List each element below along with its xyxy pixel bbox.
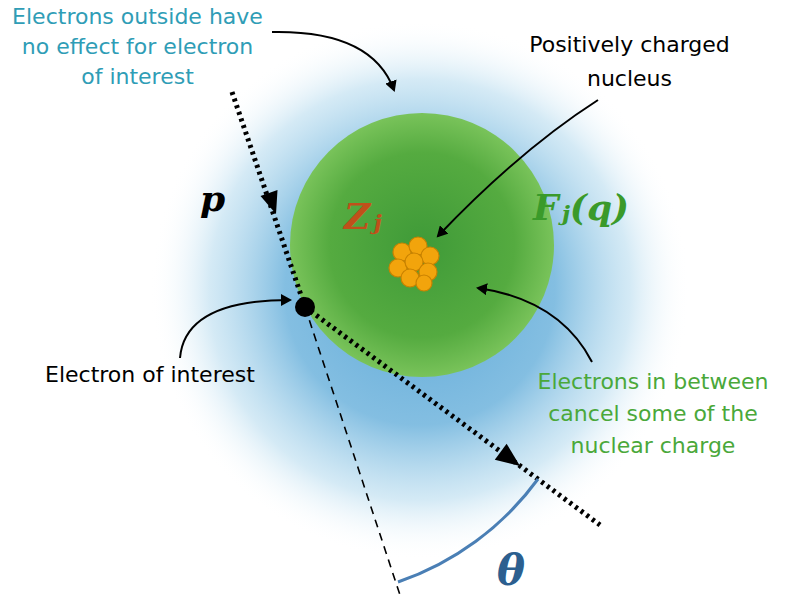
angle-label: θ [497, 546, 525, 596]
nucleus [389, 237, 439, 291]
part-label: Electron of interest [45, 360, 255, 390]
inner-electrons [290, 113, 554, 377]
note-text: Electrons outside have no effect for ele… [10, 2, 265, 92]
electron-cloud [150, 20, 690, 560]
leader-arrow [180, 300, 290, 358]
note-text: Electrons in between cancel some of the … [508, 366, 798, 462]
leader-arrow [478, 288, 592, 362]
leader-arrow [272, 32, 394, 90]
incoming-path [232, 92, 305, 307]
part-label: Positively charged nucleus [522, 28, 737, 96]
electron-dot [295, 297, 315, 317]
symbol-label: Zⱼ [344, 194, 382, 238]
reference-line [305, 307, 400, 595]
symbol-label: p [200, 176, 225, 220]
arrow-head [261, 190, 278, 214]
arrow-head [495, 444, 520, 466]
symbol-label: Fⱼ(q) [533, 185, 629, 229]
